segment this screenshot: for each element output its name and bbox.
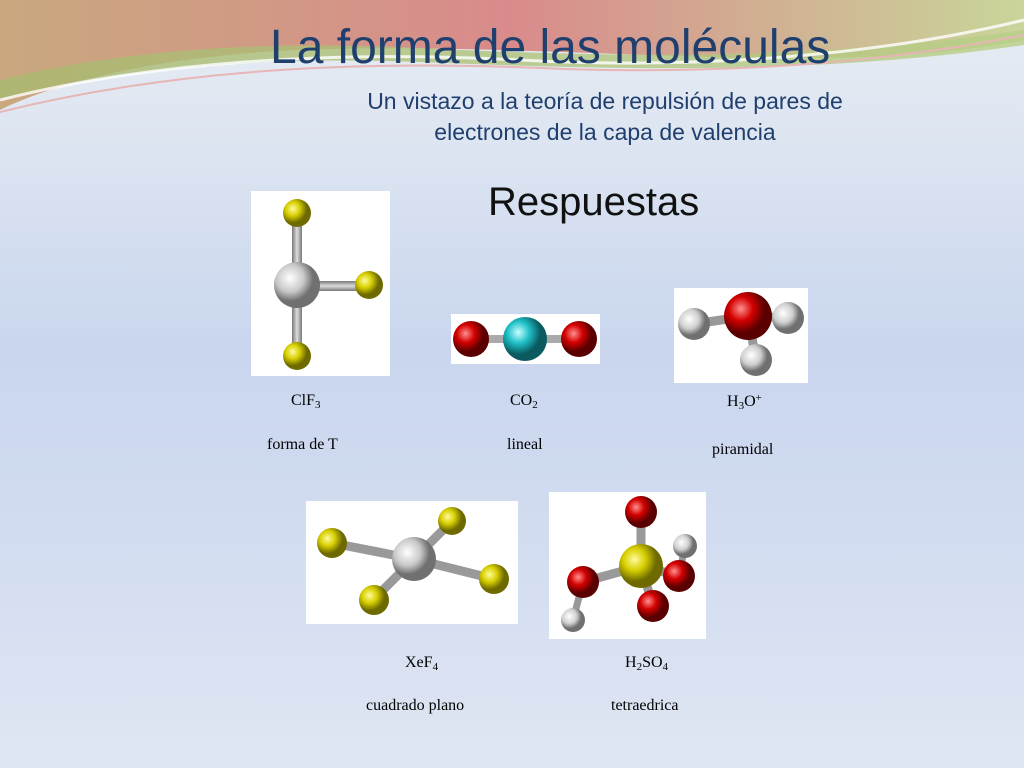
formula-subscript: 4 [662, 661, 669, 673]
formula-text: H [625, 654, 637, 671]
formula-xef4: XeF4 [405, 654, 438, 673]
formula-co2: CO2 [510, 392, 538, 411]
answers-heading: Respuestas [488, 180, 700, 224]
formula-subscript: 2 [532, 399, 538, 411]
shape-clf3: forma de T [267, 436, 338, 453]
shape-co2: lineal [507, 436, 543, 453]
formula-text: O [744, 393, 756, 410]
formula-h2so4: H2SO4 [625, 654, 668, 673]
clf3-model-image [251, 191, 390, 376]
h3o-model-image [674, 288, 808, 383]
shape-h2so4: tetraedrica [611, 697, 679, 714]
formula-text: H [727, 393, 739, 410]
formula-superscript: + [755, 392, 762, 404]
slide-subtitle: Un vistazo a la teoría de repulsión de p… [290, 86, 920, 148]
formula-subscript: 3 [738, 400, 745, 412]
formula-clf3: ClF3 [291, 392, 321, 411]
h2so4-model-image [549, 492, 706, 639]
formula-text: CO [510, 392, 533, 409]
shape-h3o: piramidal [712, 441, 774, 458]
formula-subscript: 3 [315, 399, 321, 411]
shape-xef4: cuadrado plano [366, 697, 465, 714]
subtitle-line-1: Un vistazo a la teoría de repulsión de p… [367, 88, 843, 114]
header-swoosh-decoration [0, 0, 1024, 113]
formula-h3o: H3O+ [727, 392, 762, 412]
formula-text: XeF [405, 654, 433, 671]
formula-text: SO [642, 654, 663, 671]
subtitle-line-2: electrones de la capa de valencia [434, 119, 776, 145]
slide-title: La forma de las moléculas [270, 21, 831, 74]
formula-text: ClF [291, 392, 316, 409]
co2-model-image [451, 314, 600, 364]
formula-subscript: 2 [636, 661, 643, 673]
formula-subscript: 4 [432, 661, 439, 673]
xef4-model-image [306, 501, 518, 624]
